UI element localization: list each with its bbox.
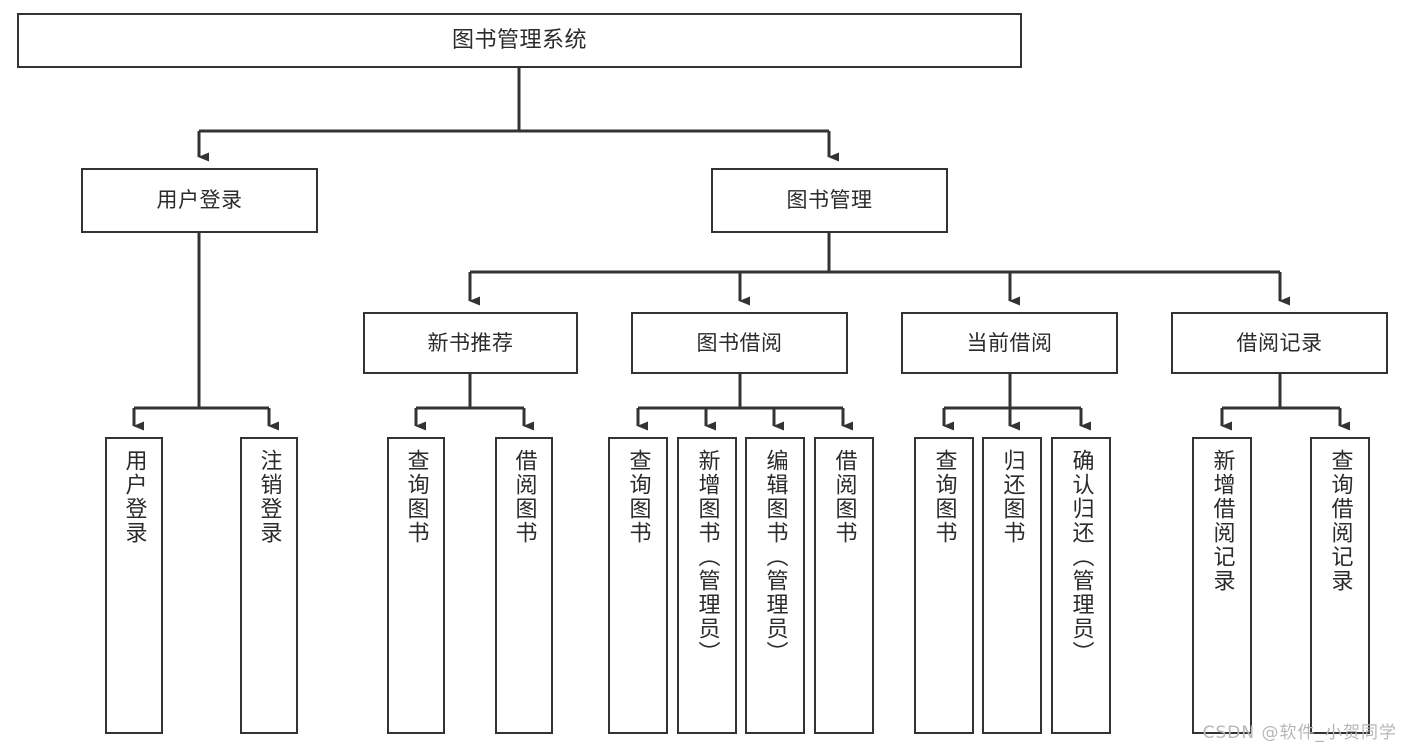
node-label: 查询借阅记录 bbox=[1327, 449, 1353, 593]
leaf-return-book[interactable]: 归还图书 bbox=[982, 437, 1042, 734]
leaf-query-book-borrow[interactable]: 查询图书 bbox=[608, 437, 668, 734]
node-user-login[interactable]: 用户登录 bbox=[81, 168, 318, 233]
leaf-query-book-recommend[interactable]: 查询图书 bbox=[387, 437, 445, 734]
node-label: 当前借阅 bbox=[966, 330, 1053, 355]
node-label: 借阅图书 bbox=[511, 449, 537, 545]
leaf-user-login[interactable]: 用户登录 bbox=[105, 437, 163, 734]
leaf-query-book-current[interactable]: 查询图书 bbox=[914, 437, 974, 734]
node-label: 借阅图书 bbox=[831, 449, 857, 545]
leaf-add-book-admin[interactable]: 新增图书（管理员） bbox=[677, 437, 737, 734]
node-label: 新增借阅记录 bbox=[1209, 449, 1235, 593]
node-label: 借阅记录 bbox=[1236, 330, 1323, 355]
node-label: 图书管理 bbox=[786, 188, 873, 213]
node-current-borrow[interactable]: 当前借阅 bbox=[901, 312, 1118, 374]
node-label: 编辑图书（管理员） bbox=[762, 449, 788, 665]
node-label: 图书借阅 bbox=[696, 330, 783, 355]
node-label: 用户登录 bbox=[121, 449, 147, 545]
node-label: 用户登录 bbox=[156, 188, 243, 213]
node-book-management[interactable]: 图书管理 bbox=[711, 168, 948, 233]
node-book-borrow[interactable]: 图书借阅 bbox=[631, 312, 848, 374]
leaf-borrow-book[interactable]: 借阅图书 bbox=[814, 437, 874, 734]
node-label: 查询图书 bbox=[403, 449, 429, 545]
leaf-add-borrow-record[interactable]: 新增借阅记录 bbox=[1192, 437, 1252, 734]
leaf-confirm-return-admin[interactable]: 确认归还（管理员） bbox=[1051, 437, 1111, 734]
node-label: 确认归还（管理员） bbox=[1068, 449, 1094, 665]
leaf-logout[interactable]: 注销登录 bbox=[240, 437, 298, 734]
node-label: 新书推荐 bbox=[427, 330, 514, 355]
csdn-watermark: CSDN @软件_小贺同学 bbox=[1202, 723, 1397, 743]
node-label: 图书管理系统 bbox=[451, 27, 587, 53]
node-label: 查询图书 bbox=[625, 449, 651, 545]
node-borrow-records[interactable]: 借阅记录 bbox=[1171, 312, 1388, 374]
node-label: 注销登录 bbox=[256, 449, 282, 545]
leaf-edit-book-admin[interactable]: 编辑图书（管理员） bbox=[745, 437, 805, 734]
leaf-query-borrow-record[interactable]: 查询借阅记录 bbox=[1310, 437, 1370, 734]
node-label: 新增图书（管理员） bbox=[694, 449, 720, 665]
node-label: 查询图书 bbox=[931, 449, 957, 545]
node-label: 归还图书 bbox=[999, 449, 1025, 545]
node-root-book-management-system[interactable]: 图书管理系统 bbox=[17, 13, 1022, 68]
node-new-book-recommend[interactable]: 新书推荐 bbox=[363, 312, 578, 374]
leaf-borrow-book-recommend[interactable]: 借阅图书 bbox=[495, 437, 553, 734]
